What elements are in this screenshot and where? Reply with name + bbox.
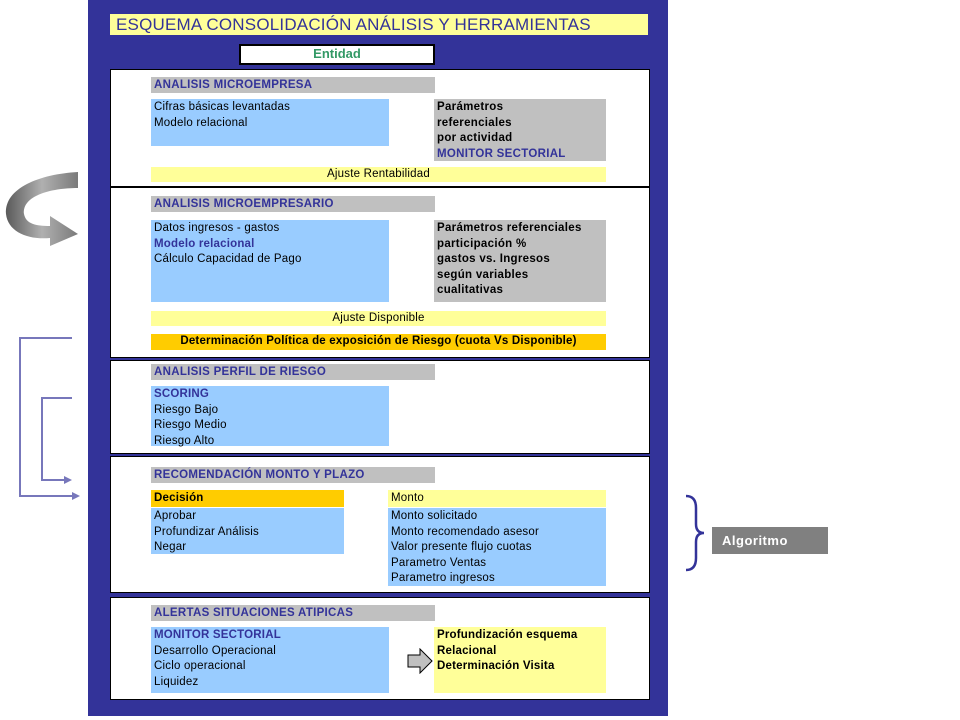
monto-box: Monto solicitado Monto recomendado aseso…: [388, 508, 606, 586]
section-header: ANALISIS PERFIL DE RIESGO: [151, 364, 435, 380]
entidad-box: Entidad: [239, 44, 435, 65]
ajuste-disponible: Ajuste Disponible: [151, 311, 606, 326]
feedback-arrows-icon: [19, 337, 80, 500]
section-header: ANALISIS MICROEMPRESARIO: [151, 196, 435, 212]
monitor-box: MONITOR SECTORIAL Desarrollo Operacional…: [151, 627, 389, 693]
scoring-box: SCORING Riesgo Bajo Riesgo Medio Riesgo …: [151, 386, 389, 447]
arrow-right-icon: [407, 648, 433, 674]
info-box-left: Cifras básicas levantadas Modelo relacio…: [151, 99, 389, 146]
main-panel: ESQUEMA CONSOLIDACIÓN ANÁLISIS Y HERRAMI…: [88, 0, 668, 716]
section-analisis-microempresario: ANALISIS MICROEMPRESARIO Datos ingresos …: [110, 187, 650, 358]
profundizacion-box: Profundización esquema Relacional Determ…: [434, 627, 606, 693]
monto-label: Monto: [388, 490, 606, 507]
info-box-left: Datos ingresos - gastos Modelo relaciona…: [151, 220, 389, 302]
section-alertas: ALERTAS SITUACIONES ATIPICAS MONITOR SEC…: [110, 597, 650, 700]
info-box-right: Parámetros referenciales participación %…: [434, 220, 606, 302]
info-box-right: Parámetros referenciales por actividad M…: [434, 99, 606, 161]
section-header: ANALISIS MICROEMPRESA: [151, 77, 435, 93]
section-header: RECOMENDACIÓN MONTO Y PLAZO: [151, 467, 435, 483]
decision-box: Aprobar Profundizar Análisis Negar: [151, 508, 344, 554]
section-header: ALERTAS SITUACIONES ATIPICAS: [151, 605, 435, 621]
section-recomendacion: RECOMENDACIÓN MONTO Y PLAZO Decisión Apr…: [110, 456, 650, 593]
decision-label: Decisión: [151, 490, 344, 507]
brace-icon: [685, 494, 705, 572]
curved-arrow-icon: [5, 172, 78, 246]
politica-riesgo: Determinación Política de exposición de …: [151, 334, 606, 350]
algoritmo-label: Algoritmo: [712, 527, 828, 554]
ajuste-rentabilidad: Ajuste Rentabilidad: [151, 167, 606, 182]
section-perfil-riesgo: ANALISIS PERFIL DE RIESGO SCORING Riesgo…: [110, 360, 650, 454]
section-analisis-microempresa: ANALISIS MICROEMPRESA Cifras básicas lev…: [110, 69, 650, 187]
page-title: ESQUEMA CONSOLIDACIÓN ANÁLISIS Y HERRAMI…: [110, 14, 648, 35]
